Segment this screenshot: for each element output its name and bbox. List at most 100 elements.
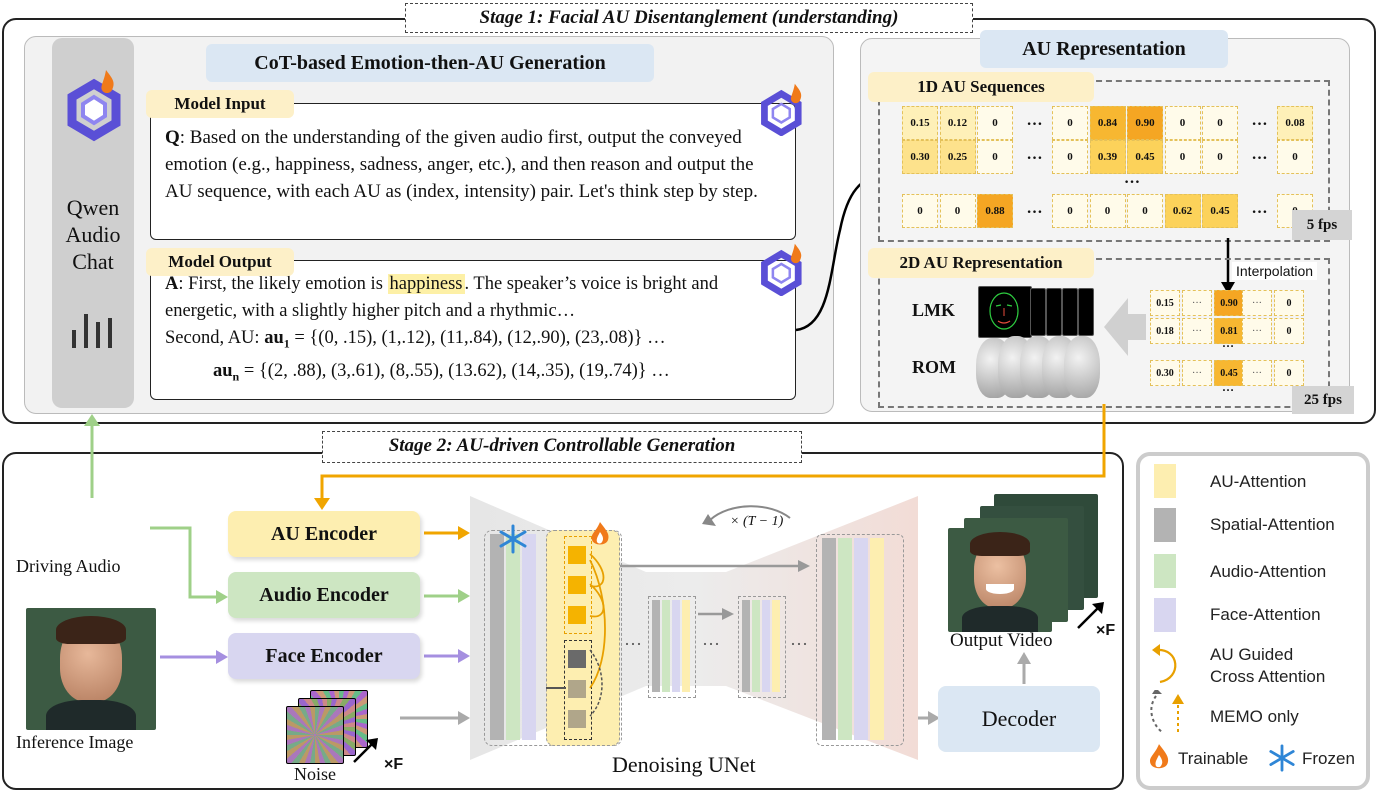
memo-only-icon xyxy=(1150,690,1184,733)
output-xf-arrow xyxy=(1077,602,1104,629)
repr2d-cell: ··· xyxy=(1182,360,1212,386)
unet-bar-spatial xyxy=(490,534,504,740)
seq-vertical-dots: … xyxy=(1124,170,1140,187)
repr2d-cell: 0 xyxy=(1274,360,1304,386)
model-output-tag: Model Output xyxy=(146,248,294,276)
unet-internal-arrows xyxy=(620,505,810,620)
fps25-badge: 25 fps xyxy=(1292,386,1354,414)
seq-cell: 0 xyxy=(939,194,976,228)
memo-token xyxy=(568,650,586,668)
legend-label-audio: Audio-Attention xyxy=(1210,562,1327,581)
legend-frozen: Frozen xyxy=(1302,749,1355,768)
unet-label: Denoising UNet xyxy=(612,752,756,777)
seq-ellipsis: … xyxy=(1026,200,1043,217)
rom-label: ROM xyxy=(912,357,956,377)
legend-trainable: Trainable xyxy=(1178,749,1249,768)
memo-box-bottom xyxy=(564,640,592,740)
unet-ellipsis-2: ··· xyxy=(702,634,720,654)
au-encoder: AU Encoder xyxy=(228,511,420,557)
seq-cell: 0.15 xyxy=(902,106,938,140)
mid-bar xyxy=(652,600,660,692)
cot-title: CoT-based Emotion-then-AU Generation xyxy=(206,44,654,82)
legend-label-spatial: Spatial-Attention xyxy=(1210,515,1335,534)
noise-label: Noise xyxy=(294,764,336,784)
repr2d-cell: 0.18 xyxy=(1150,318,1180,344)
interpolation-arrow xyxy=(1221,238,1235,294)
emotion-highlight: happiness xyxy=(387,274,465,294)
noise-xf: ×F xyxy=(384,756,404,773)
mid-bar xyxy=(772,600,780,692)
qwen-logo-icon xyxy=(67,70,121,142)
seq-ellipsis: … xyxy=(1251,112,1268,129)
face-encoder: Face Encoder xyxy=(228,633,420,679)
au-token xyxy=(568,576,586,594)
unet-ellipsis-3: ··· xyxy=(790,634,808,654)
legend-frame xyxy=(1136,452,1370,790)
seq-cell: 0 xyxy=(1164,140,1201,174)
legend-swatch-audio xyxy=(1154,554,1176,588)
legend-memo-only: MEMO only xyxy=(1210,707,1299,726)
audio-encoder: Audio Encoder xyxy=(228,572,420,618)
unet-bar-face xyxy=(522,534,536,740)
repr2d-cell: ··· xyxy=(1182,290,1212,316)
legend-au-guided: AU Guided Cross Attention xyxy=(1210,645,1326,686)
stage1-title: Stage 1: Facial AU Disentanglement (unde… xyxy=(405,3,973,33)
seq-cell: 0 xyxy=(1052,194,1088,228)
mid-bar xyxy=(752,600,760,692)
mid-bar xyxy=(742,600,750,692)
seq-cell: 0 xyxy=(977,140,1013,174)
legend-swatch-face xyxy=(1154,598,1176,632)
seq-cell: 0.88 xyxy=(977,194,1013,228)
seq-cell: 0.08 xyxy=(1277,106,1313,140)
seq-cell: 0.12 xyxy=(939,106,976,140)
legend-label-au: AU-Attention xyxy=(1210,472,1307,491)
qwen-output-icon xyxy=(761,243,802,296)
model-input-tag: Model Input xyxy=(146,90,294,118)
fps5-badge: 5 fps xyxy=(1292,210,1352,240)
rom-head xyxy=(1064,336,1100,398)
repr2d-cell: 0.15 xyxy=(1150,290,1180,316)
audio-bars-icon xyxy=(72,314,112,348)
lmk-frame xyxy=(1030,288,1046,336)
lmk-frame xyxy=(1078,288,1094,336)
mid-bar xyxy=(682,600,690,692)
noise-xf-arrow xyxy=(353,738,378,763)
seq-cell: 0 xyxy=(977,106,1013,140)
output-xf: ×F xyxy=(1096,622,1116,639)
trainable-fire-icon xyxy=(1150,744,1169,769)
unet-mid-block-2 xyxy=(738,596,786,698)
qwen-label: Qwen Audio Chat xyxy=(65,195,121,274)
interpolation-label: Interpolation xyxy=(1232,262,1318,280)
unet-ellipsis-1: ··· xyxy=(624,634,642,654)
audio-waveform-icon xyxy=(22,504,146,552)
model-output-box: A: First, the likely emotion is happines… xyxy=(150,260,796,400)
unet-bar-audio xyxy=(506,534,520,740)
repr-left-arrow-icon xyxy=(1104,298,1146,356)
memo-token xyxy=(568,710,586,728)
mid-bar xyxy=(762,600,770,692)
lmk-frame xyxy=(1062,288,1078,336)
seq-cell: 0 xyxy=(1127,194,1163,228)
driving-audio-label: Driving Audio xyxy=(16,556,121,576)
seq-cell: 0.45 xyxy=(1127,140,1163,174)
seq-cell: 0 xyxy=(902,194,938,228)
inference-image-label: Inference Image xyxy=(16,732,134,752)
seq-ellipsis: … xyxy=(1251,146,1268,163)
seq-cell: 0 xyxy=(1202,106,1238,140)
seq-cell: 0.30 xyxy=(902,140,938,174)
seq-ellipsis: … xyxy=(1251,200,1268,217)
seq-title: 1D AU Sequences xyxy=(868,72,1094,102)
repr2d-dots-1: … xyxy=(1222,336,1234,350)
lmk-frame xyxy=(1046,288,1062,336)
loop-label: × (T − 1) xyxy=(730,514,784,529)
seq-ellipsis: … xyxy=(1026,112,1043,129)
repr2d-cell: 0.30 xyxy=(1150,360,1180,386)
lmk-label: LMK xyxy=(912,300,955,320)
output-frame xyxy=(948,528,1052,632)
repr2d-cell: 0.45 xyxy=(1214,360,1244,386)
au-token xyxy=(568,546,586,564)
repr2d-cell: ··· xyxy=(1242,318,1272,344)
right-bar xyxy=(854,538,868,740)
seq-cell: 0 xyxy=(1164,106,1201,140)
